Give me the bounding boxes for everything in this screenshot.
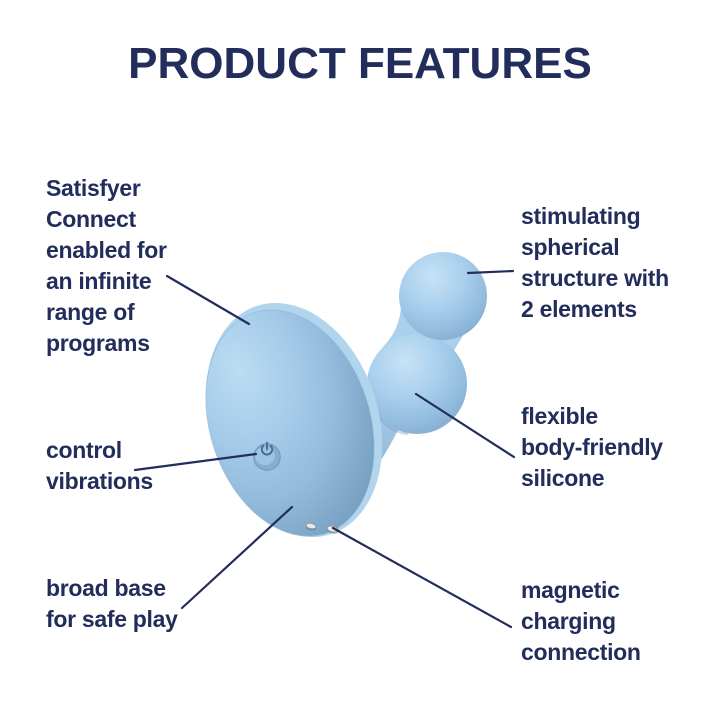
charging-contacts [305, 522, 339, 534]
power-button [253, 441, 281, 471]
product-sphere-top [399, 252, 487, 340]
feature-label-stimulating-structure: stimulating spherical structure with 2 e… [521, 203, 669, 322]
feature-label-flexible-silicone: flexible body-friendly silicone [521, 403, 663, 491]
product-base-face [205, 309, 375, 537]
leader-line-control-vibrations [133, 452, 258, 472]
feature-label-broad-base: broad base for safe play [46, 575, 178, 632]
page-title: PRODUCT FEATURES [128, 39, 592, 88]
feature-label-magnetic-charging: magnetic charging connection [521, 577, 641, 665]
charging-contact-left [305, 522, 317, 530]
product-sphere-middle [367, 334, 467, 434]
leader-line-satisfyer-connect [165, 274, 251, 326]
feature-label-satisfyer-connect: Satisfyer Connect enabled for an infinit… [46, 175, 167, 356]
power-icon [260, 441, 274, 456]
leader-line-flexible-silicone [414, 392, 516, 459]
leader-line-stimulating-structure [466, 269, 515, 275]
leader-line-broad-base [180, 505, 294, 610]
feature-label-control-vibrations: control vibrations [46, 437, 153, 494]
leader-line-magnetic-charging [331, 526, 513, 629]
